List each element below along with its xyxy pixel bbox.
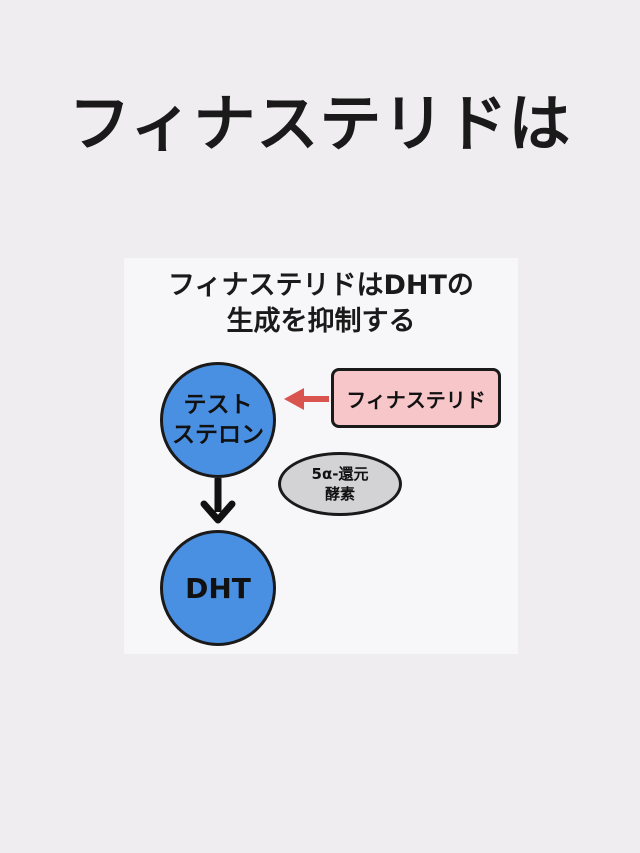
dht-node: DHT [160, 530, 276, 646]
diagram-heading-line1: フィナステリドはDHTの [168, 270, 474, 301]
diagram-arrows [200, 388, 329, 524]
testosterone-label-line2: ステロン [172, 422, 264, 448]
finasteride-node: フィナステリド [331, 368, 501, 428]
conversion-arrow-head [200, 500, 236, 524]
diagram-card: フィナステリドはDHTの 生成を抑制する テスト ステロン フィナステリド 5α… [124, 258, 518, 654]
enzyme-node: 5α-還元 酵素 [278, 452, 402, 516]
inhibit-arrow-head [284, 388, 304, 410]
page-title: フィナステリドは [68, 87, 572, 160]
diagram-heading: フィナステリドはDHTの 生成を抑制する [124, 268, 518, 340]
enzyme-label-line1: 5α-還元 [311, 465, 369, 483]
enzyme-label-line2: 酵素 [324, 485, 355, 503]
testosterone-label-line1: テスト [183, 392, 253, 418]
testosterone-node: テスト ステロン [160, 362, 276, 478]
diagram-heading-line2: 生成を抑制する [226, 306, 416, 337]
